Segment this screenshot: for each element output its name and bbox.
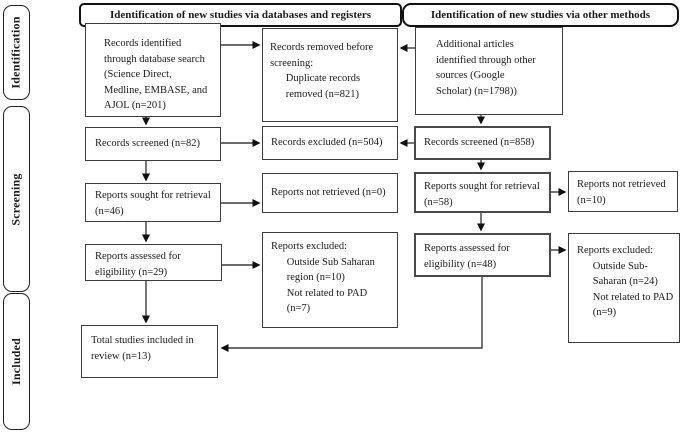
stage-label-screening: Screening (3, 106, 30, 292)
box-reports-sought-databases: Reports sought for retrieval (n=46) (85, 183, 221, 222)
box-total-studies-included: Total studies included in review (n=13) (81, 325, 218, 378)
stage-label-identification-text: Identification (9, 16, 24, 89)
box-reports-sought-other: Reports sought for retrieval (n=58) (414, 172, 551, 213)
box-reports-not-retrieved-databases: Reports not retrieved (n=0) (262, 173, 398, 213)
box-reports-assessed-other: Reports assessed for eligibility (n=48) (414, 233, 551, 277)
stage-label-included: Included (3, 293, 30, 430)
box-records-removed-before-screening: Records removed before screening: Duplic… (262, 28, 398, 122)
box-reports-assessed-databases: Reports assessed for eligibility (n=29) (85, 244, 222, 281)
box-records-identified: Records identified through database sear… (85, 23, 221, 117)
header-other-methods-text: Identification of new studies via other … (430, 9, 651, 21)
box-reports-excluded-databases: Reports excluded: Outside Sub Saharan re… (262, 232, 398, 328)
stage-label-included-text: Included (9, 338, 24, 385)
box-reports-excluded-other: Reports excluded: Outside Sub- Saharan (… (568, 233, 680, 343)
box-records-screened-databases: Records screened (n=82) (85, 127, 221, 161)
header-other-methods: Identification of new studies via other … (402, 3, 679, 27)
box-records-screened-other: Records screened (n=858) (414, 126, 551, 160)
stage-label-identification: Identification (3, 5, 30, 100)
box-additional-articles: Additional articles identified through o… (415, 27, 563, 115)
header-databases-registers-text: Identification of new studies via databa… (109, 9, 372, 21)
stage-label-screening-text: Screening (9, 172, 23, 226)
box-reports-not-retrieved-other: Reports not retrieved (n=10) (568, 171, 678, 212)
box-records-excluded: Records excluded (n=504) (262, 126, 398, 160)
